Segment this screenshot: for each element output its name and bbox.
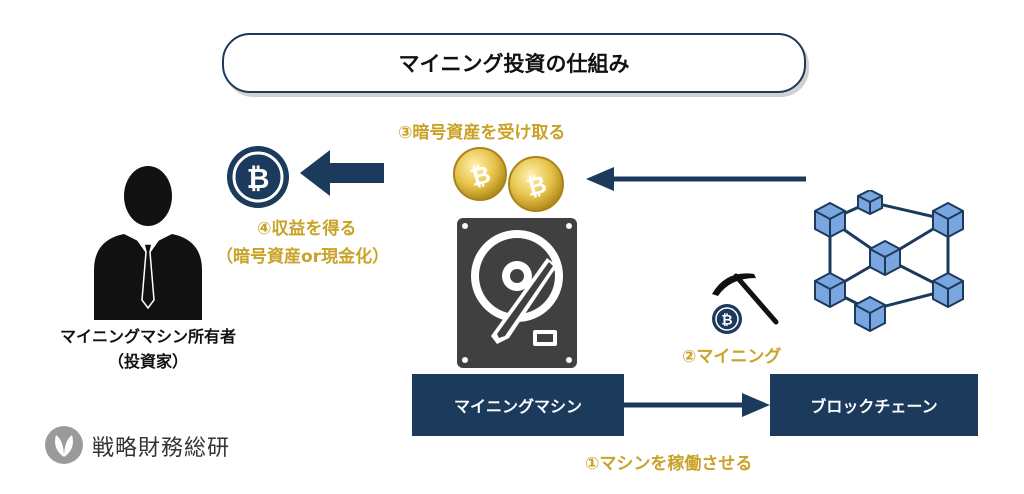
brand-name: 戦略財務総研 xyxy=(92,436,231,461)
step4-sublabel: （暗号資産or現金化） xyxy=(216,247,390,267)
bitcoin-icon: ₿ xyxy=(712,304,742,334)
arrow-right-icon xyxy=(624,393,770,417)
arrow-left-icon xyxy=(586,167,806,191)
arrow-left-icon xyxy=(300,150,384,196)
bitcoin-icon: ₿ xyxy=(227,146,289,208)
mining-machine-box: マイニングマシン xyxy=(412,374,624,436)
step3-label: ③暗号資産を受け取る xyxy=(398,123,566,143)
investor-label: マイニングマシン所有者 xyxy=(59,327,236,346)
hard-drive-icon xyxy=(457,218,577,368)
svg-text:₿: ₿ xyxy=(721,313,732,329)
svg-text:₿: ₿ xyxy=(247,162,270,195)
person-icon xyxy=(94,166,202,320)
blockchain-box: ブロックチェーン xyxy=(770,374,978,436)
step1-label: ①マシンを稼働させる xyxy=(585,454,753,474)
logo-icon xyxy=(45,426,83,464)
gold-coin-icon: ₿ ₿ xyxy=(453,147,564,212)
step2-label: ②マイニング xyxy=(682,347,782,367)
diagram-title: マイニング投資の仕組み xyxy=(222,33,806,93)
blockchain-icon xyxy=(814,190,964,333)
investor-sublabel: （投資家） xyxy=(107,352,188,371)
pickaxe-icon xyxy=(712,273,779,325)
step4-label: ④収益を得る xyxy=(257,219,357,239)
